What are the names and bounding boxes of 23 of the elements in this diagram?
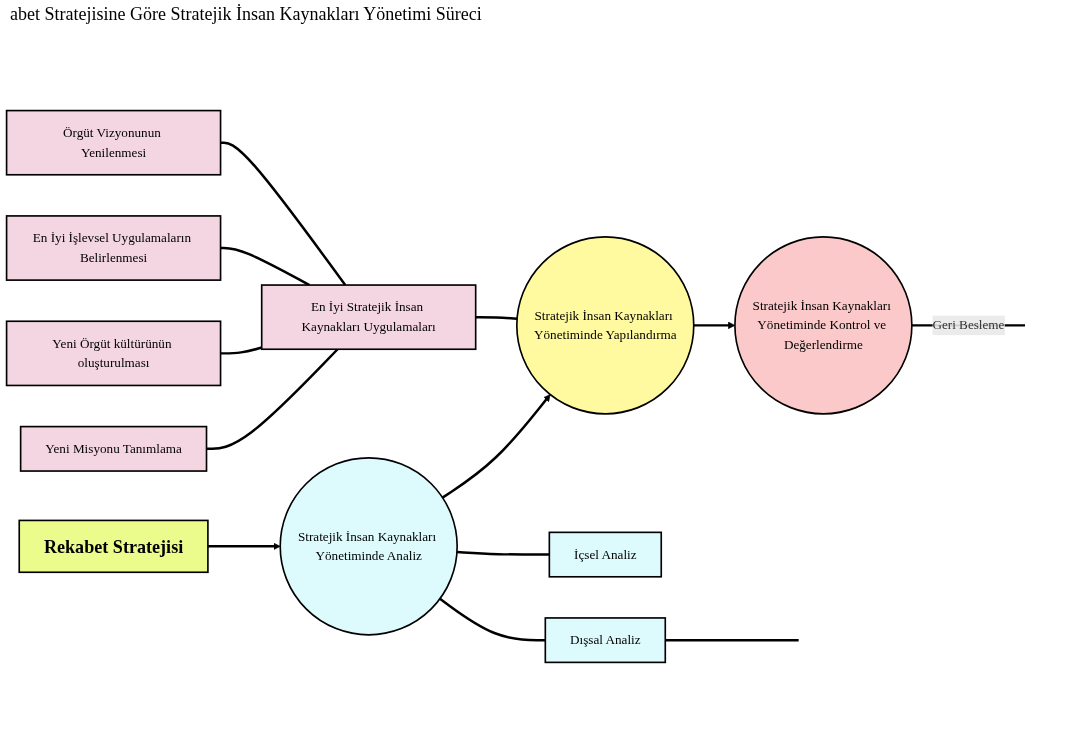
connector bbox=[206, 348, 339, 451]
arrow bbox=[441, 394, 551, 499]
connector bbox=[220, 246, 311, 287]
diagram-title: abet Stratejisine Göre Stratejik İnsan Kaynakları Yönetimi Süreci bbox=[9, 3, 483, 26]
node-box: Yeni Misyonu Tanımlama bbox=[19, 425, 208, 472]
node-box: Örgüt Vizyonunun Yenilenmesi bbox=[5, 109, 222, 176]
edge-label: Geri Besleme bbox=[932, 317, 1005, 332]
node-box: Dışsal Analiz bbox=[544, 617, 667, 664]
node-circle: Stratejik İnsan Kaynakları Yönetiminde Analiz bbox=[279, 457, 458, 636]
node-circle: Stratejik İnsan Kaynakları Yönetiminde Yapılandırma bbox=[516, 236, 695, 415]
arrow bbox=[693, 321, 736, 329]
node-box: İçsel Analiz bbox=[548, 531, 663, 578]
node-box: En İyi Stratejik İnsan Kaynakları Uygulamaları bbox=[260, 284, 477, 351]
connector bbox=[439, 597, 546, 642]
connector bbox=[475, 315, 518, 320]
node-box: Yeni Örgüt kültürünün oluşturulması bbox=[5, 320, 222, 387]
node-circle: Stratejik İnsan Kaynakları Yönetiminde Kontrol ve Değerlendirme bbox=[734, 236, 913, 415]
arrow bbox=[207, 542, 281, 550]
node-box: En İyi İşlevsel Uygulamaların Belirlenmesi bbox=[5, 215, 222, 281]
connector bbox=[456, 550, 550, 556]
node-box: Rekabet Stratejisi bbox=[18, 519, 209, 574]
connector bbox=[220, 141, 347, 286]
connector bbox=[665, 638, 799, 642]
